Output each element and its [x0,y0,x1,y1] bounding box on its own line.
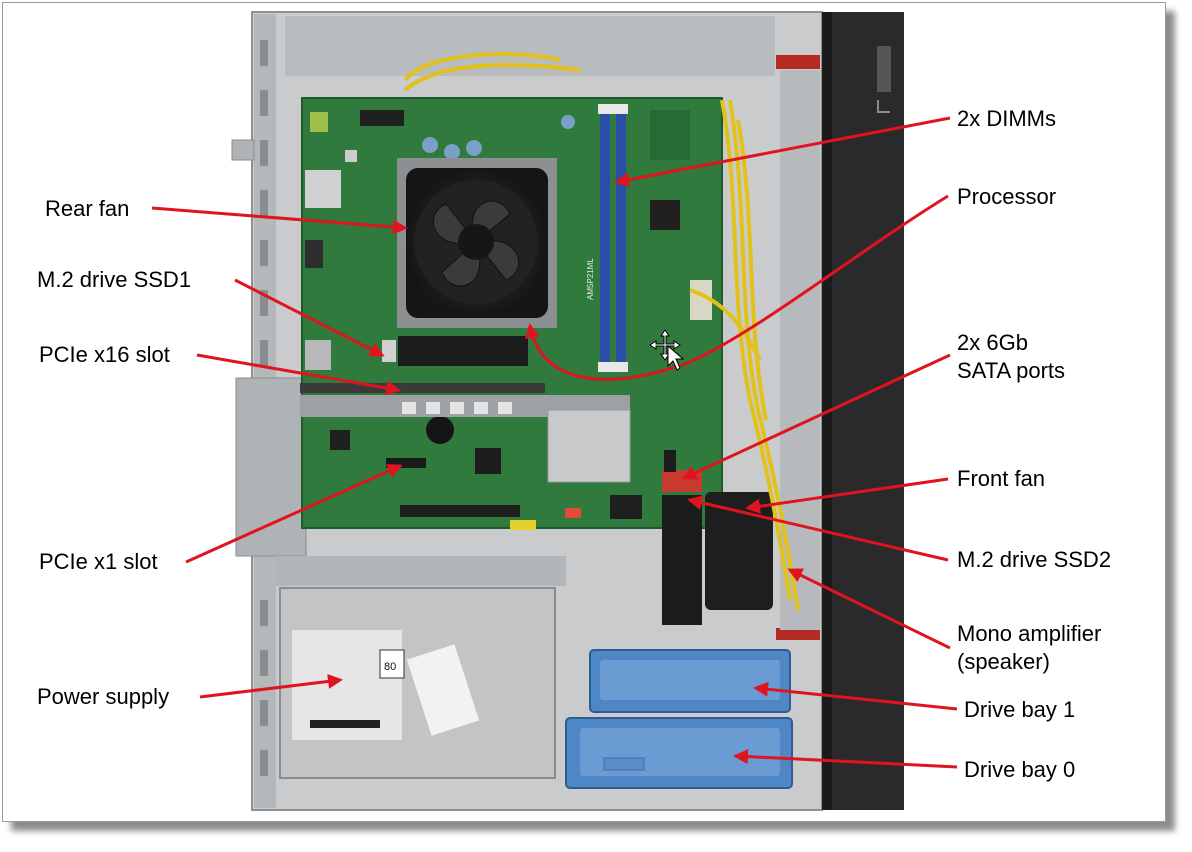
label-rear-fan: Rear fan [45,196,130,221]
arrow-sata [681,353,951,480]
pcie-x16-slot [300,383,545,393]
drive-bay-0 [565,717,793,789]
label-front-fan: Front fan [957,466,1046,491]
chassis-tab [231,139,255,161]
red-accent-rail [776,55,820,69]
cpu-cooler [397,158,557,328]
label-processor: Processor [957,184,1057,209]
pcie-x1-slot [386,458,426,468]
pcie-card-fins [402,402,512,414]
m2-ssd2-area [662,495,702,625]
label-bay1: Drive bay 1 [964,697,1076,722]
front-fan [705,492,773,610]
m2-ssd1-standoff [382,340,396,362]
label-mono-line2: (speaker) [957,649,1050,674]
arrow-pcie-x1 [185,464,403,564]
arrow-bay1 [753,681,958,711]
label-sata-line1: 2x 6Gb [957,330,1028,355]
rail-slots [260,40,268,776]
arrow-processor [524,194,949,381]
panel-corner-mark [877,100,890,113]
board-model-marking: AM5P21ML [586,258,595,300]
label-pcie-x16: PCIe x16 slot [39,342,170,367]
panel-latch [877,46,891,92]
move-cursor-icon [649,329,685,371]
red-accent-rail-lower [776,628,820,640]
chipset-heatsink [547,409,631,483]
arrow-bay0 [733,749,958,769]
label-sata-line2: SATA ports [957,358,1066,383]
side-panel [822,12,904,810]
arrow-m2-ssd2 [687,495,949,562]
arrow-m2-ssd1 [234,278,385,357]
arrow-power-supply [199,674,343,699]
label-m2-ssd2: M.2 drive SSD2 [957,547,1112,572]
drive-bay-1 [589,649,791,713]
psu-shroud [276,556,566,586]
arrow-dimms [614,116,951,188]
sata-cable [664,450,676,472]
label-bay0: Drive bay 0 [964,757,1076,782]
m2-ssd1-heatsink [398,336,528,366]
arrow-rear-fan [151,206,408,235]
label-pcie-x1: PCIe x1 slot [39,549,158,574]
psu-badge-text: 80 [384,661,396,673]
arrow-front-fan [745,477,949,514]
label-dimms: 2x DIMMs [957,106,1056,131]
pcb-components [305,110,712,530]
dimm-slots [598,104,628,372]
expansion-brackets [235,377,307,557]
label-mono-line1: Mono amplifier [957,621,1102,646]
callout-arrows [151,116,958,769]
label-m2-ssd1: M.2 drive SSD1 [37,267,192,292]
arrow-pcie-x16 [196,353,401,396]
label-power-supply: Power supply [37,684,170,709]
arrow-mono-amp [787,568,951,650]
